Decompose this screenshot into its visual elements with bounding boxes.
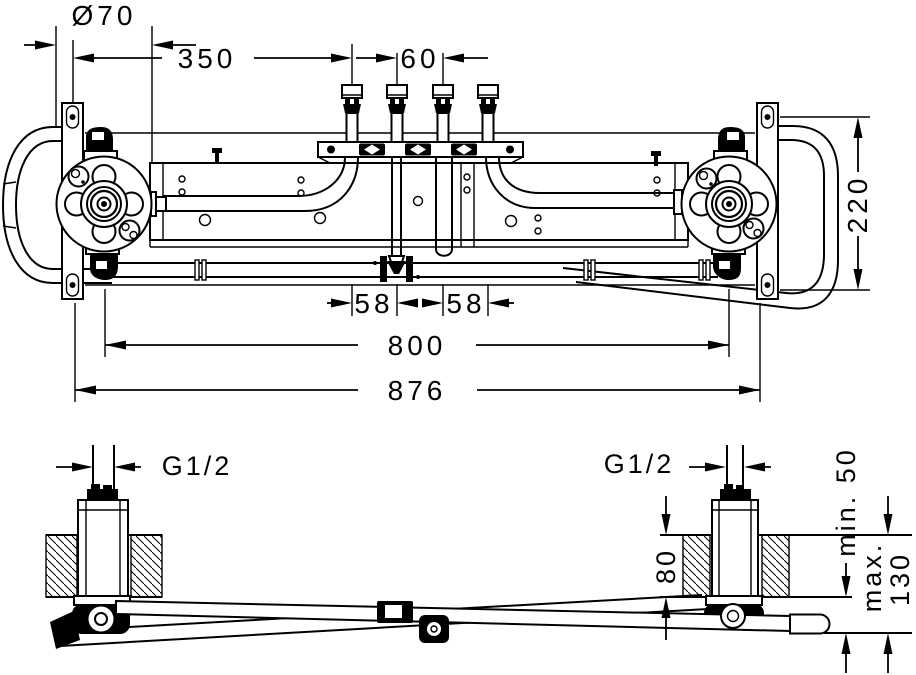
mounting-rail [149,148,689,248]
dim-label-60: 60 [400,43,439,74]
dim-label-70: Ø70 [72,0,137,31]
side-bar [57,594,831,647]
dim-876: 876 [75,375,760,406]
dim-g12-left: G1/2 [56,451,233,481]
dim-label-220: 220 [842,175,873,234]
rail-screws [212,148,661,166]
dim-label-350: 350 [178,43,237,74]
dim-58-right: 58 [422,288,514,319]
dim-label-max-num: 130 [885,552,915,606]
dim-350: 350 [73,43,352,74]
dim-220: 220 [842,117,873,290]
wall-bar [1,125,839,310]
wall-hatch [682,534,711,598]
back-plate [85,132,755,286]
side-left-unit [45,445,163,649]
dim-label-80: 80 [651,548,681,584]
dim-max-130: max. 130 [857,496,915,673]
dim-label-58-left: 58 [354,288,393,319]
wall-hatch [45,534,78,598]
dim-58-left: 58 [327,288,418,319]
dim-label-g12-right: G1/2 [604,449,675,479]
side-right-unit [660,445,912,634]
connector-3 [432,84,454,143]
connector-4 [477,84,499,143]
dim-diameter-70: Ø70 [24,0,196,50]
dim-label-min-50: min. 50 [831,447,861,557]
dim-label-max-word: max. [857,542,887,613]
connector-2 [386,84,408,143]
dim-label-876: 876 [388,375,447,406]
manifold [317,141,524,164]
dim-label-g12-left: G1/2 [162,451,233,481]
left-valve [55,127,153,280]
dim-label-800: 800 [388,330,447,361]
wall-hatch [761,534,790,598]
dim-g12-right: G1/2 [604,449,771,479]
dim-800: 800 [105,330,729,361]
dim-label-58-right: 58 [446,288,485,319]
wall-hatch [130,534,163,598]
dim-80: 80 [651,496,681,640]
lower-pipe [105,256,718,282]
front-view: Ø70 350 60 58 58 [1,0,873,406]
right-valve [680,127,778,280]
extension-lines [55,26,870,402]
dim-60: 60 [356,43,488,74]
top-connectors [341,84,499,143]
dim-min-50: min. 50 [831,447,861,673]
side-view: G1/2 G1/2 80 min. 50 max. [45,445,915,673]
connector-1 [341,84,363,143]
